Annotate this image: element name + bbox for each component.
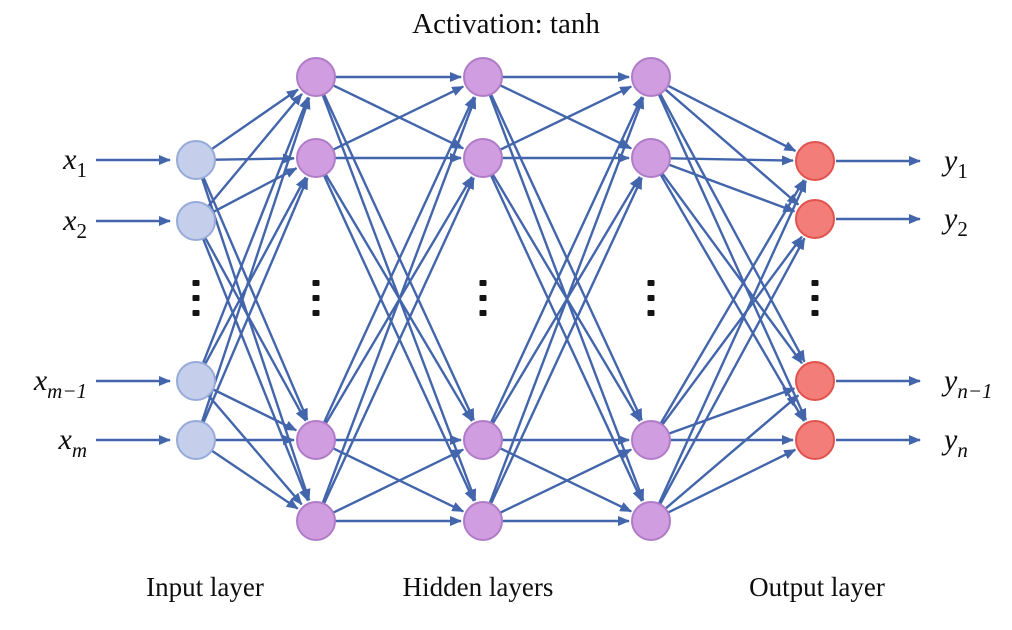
edges-group — [200, 72, 808, 526]
edge — [203, 176, 307, 365]
edge — [659, 173, 805, 422]
vertical-ellipsis-dot — [192, 310, 200, 316]
edge — [668, 387, 796, 435]
vertical-ellipsis-dot — [479, 310, 487, 316]
edge — [669, 155, 795, 166]
hidden-node — [631, 501, 671, 541]
edge — [658, 93, 806, 363]
edge — [204, 237, 307, 422]
edge — [667, 448, 797, 514]
input-label: xm — [58, 423, 88, 462]
vertical-ellipsis-dot — [479, 295, 487, 301]
edge — [321, 96, 477, 504]
vertical-ellipsis-dot — [647, 310, 655, 316]
input-label: xm−1 — [33, 364, 87, 403]
io-arrows-group — [96, 155, 921, 445]
input-label: x1 — [62, 143, 87, 182]
hidden-node — [631, 138, 671, 178]
output-label: yn−1 — [941, 364, 993, 403]
vertical-ellipsis-dot — [811, 280, 819, 286]
input-node — [176, 201, 216, 241]
vertical-ellipsis-dot — [811, 310, 819, 316]
caption-output-layer: Output layer — [749, 572, 885, 602]
nodes-group — [176, 57, 835, 541]
edge — [664, 88, 800, 206]
edge — [489, 177, 643, 505]
vertical-ellipsis-dot — [312, 295, 320, 301]
edge — [207, 394, 303, 506]
edge — [210, 88, 299, 151]
input-node — [176, 140, 216, 180]
edge — [659, 237, 806, 505]
caption-input-layer: Input layer — [146, 572, 264, 602]
output-label: yn — [941, 423, 968, 462]
edge — [667, 84, 797, 153]
output-label: y1 — [941, 144, 968, 183]
edge — [332, 85, 465, 151]
input-node — [176, 420, 216, 460]
hidden-node — [631, 420, 671, 460]
hidden-node — [463, 57, 503, 97]
hidden-node — [296, 420, 336, 460]
vertical-ellipsis-dot — [312, 310, 320, 316]
vertical-ellipsis-dot — [192, 280, 200, 286]
edge — [657, 180, 807, 505]
edge — [200, 96, 311, 423]
edge — [201, 96, 310, 364]
edge — [499, 85, 633, 151]
vertical-ellipsis-dot — [312, 280, 320, 286]
edge — [657, 93, 808, 421]
edge — [332, 448, 465, 514]
ellipsis-group — [192, 280, 819, 316]
vertical-ellipsis-dot — [647, 295, 655, 301]
output-node — [795, 420, 835, 460]
edge — [200, 177, 311, 502]
edge — [489, 96, 643, 424]
edge — [201, 238, 309, 502]
hidden-node — [296, 138, 336, 178]
vertical-ellipsis-dot — [811, 295, 819, 301]
hidden-node — [463, 420, 503, 460]
edge — [322, 96, 475, 424]
edge — [322, 177, 475, 505]
hidden-node — [296, 57, 336, 97]
caption-hidden-layers: Hidden layers — [402, 572, 554, 602]
vertical-ellipsis-dot — [479, 280, 487, 286]
vertical-ellipsis-dot — [647, 280, 655, 286]
edge — [668, 163, 796, 213]
hidden-node — [296, 501, 336, 541]
edge — [661, 235, 803, 426]
edge — [661, 172, 803, 365]
diagram-title: Activation: tanh — [412, 8, 600, 40]
input-label: x2 — [62, 204, 87, 243]
output-node — [795, 361, 835, 401]
edge — [211, 449, 299, 510]
hidden-node — [463, 138, 503, 178]
output-node — [795, 199, 835, 239]
edge — [664, 394, 800, 510]
vertical-ellipsis-dot — [192, 295, 200, 301]
hidden-node — [631, 57, 671, 97]
output-node — [795, 141, 835, 181]
input-node — [176, 361, 216, 401]
edge — [488, 96, 645, 504]
edge — [214, 153, 296, 164]
hidden-node — [463, 501, 503, 541]
output-label: y2 — [941, 202, 968, 241]
edge — [499, 448, 633, 514]
edge — [207, 93, 303, 208]
edge — [202, 177, 309, 423]
edge — [212, 388, 298, 432]
edge — [659, 179, 805, 425]
